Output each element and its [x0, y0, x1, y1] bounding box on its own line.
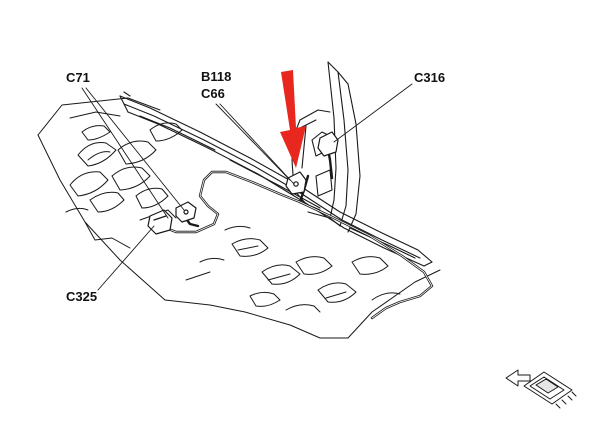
callout-c325: C325 — [66, 289, 98, 304]
floor-panel-outline — [37, 97, 441, 339]
connector-c316 — [317, 131, 339, 157]
connector-c71 — [175, 201, 197, 223]
floor-ribs-center — [185, 225, 401, 313]
wiring-harness-outline — [165, 171, 433, 319]
callout-c66: C66 — [201, 86, 225, 101]
floor-ribs-left — [65, 122, 183, 221]
connector-b118-c66 — [285, 171, 307, 195]
callout-c71: C71 — [66, 70, 90, 85]
callout-b118: B118 — [201, 69, 232, 84]
rocker-sill-rail — [119, 91, 433, 267]
callout-c316: C316 — [414, 70, 446, 85]
leader-lines — [81, 83, 413, 291]
indicator-arrow — [280, 70, 306, 168]
vehicle-front-arrow-icon — [505, 369, 577, 409]
connector-c325 — [147, 209, 173, 235]
